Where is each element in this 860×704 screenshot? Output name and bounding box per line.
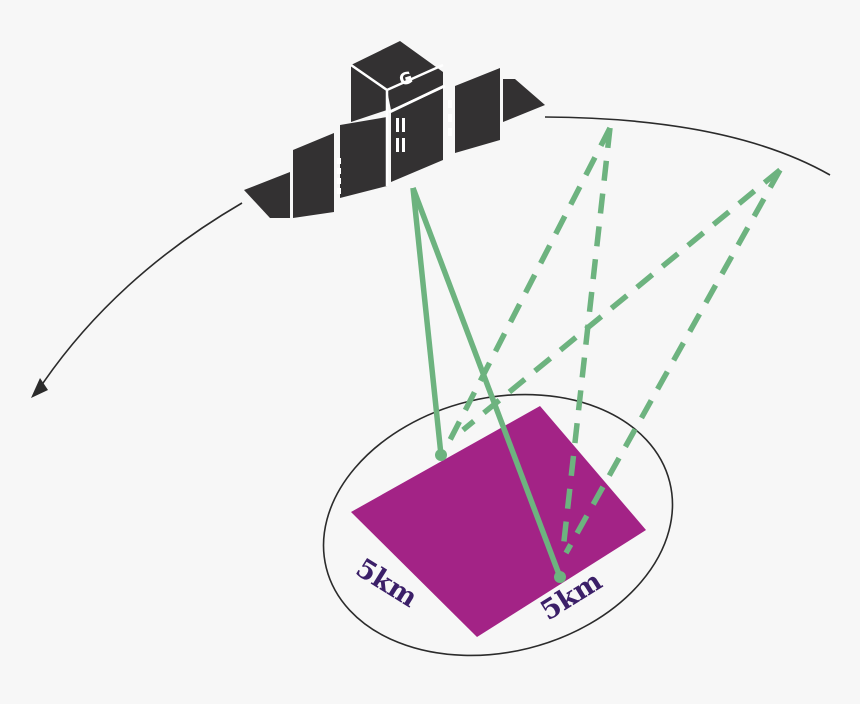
solar-panel-right-inner (455, 68, 500, 153)
solar-panel-right-outer (503, 79, 545, 122)
satellite-top-face (351, 41, 443, 110)
orbit-arc-right (544, 116, 831, 176)
satellite-icon: ɢ (244, 41, 545, 218)
solar-panel-left-middle (293, 133, 334, 218)
orbit-arc-left (34, 202, 243, 396)
dashed-beam-2a (461, 167, 782, 433)
satellite-body-side (340, 117, 387, 198)
beam-point-left (435, 449, 447, 461)
dashed-beams (447, 126, 783, 555)
satellite-slots (337, 100, 452, 194)
satellite-top-left-face (351, 65, 387, 122)
dashed-beam-1b (560, 127, 613, 551)
solid-beam-left (410, 187, 444, 456)
solid-beam-right (410, 187, 563, 578)
dashed-beam-2b (563, 168, 783, 555)
beam-point-right (554, 571, 566, 583)
orbit-arrowhead-icon (31, 378, 48, 398)
dashed-beam-1a (447, 126, 613, 442)
solid-beams (410, 187, 563, 578)
satellite-edge-lines (350, 63, 446, 186)
satellite-body-front (391, 88, 443, 182)
solar-panel-left-outer (244, 172, 290, 218)
